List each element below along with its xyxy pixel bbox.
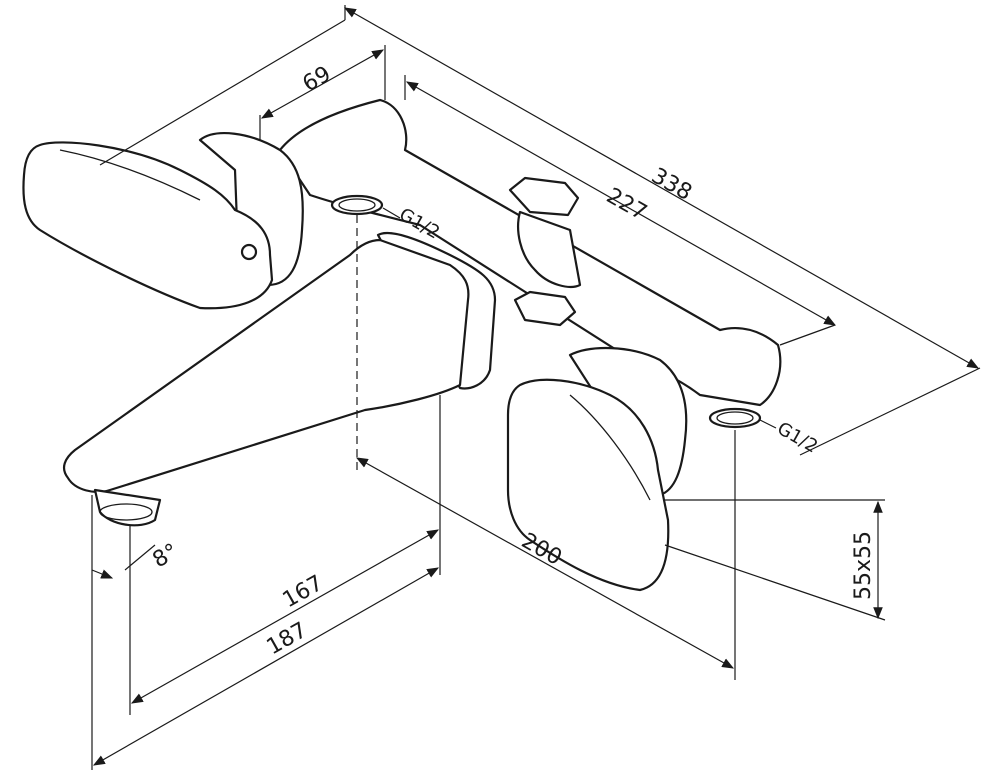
label-8deg: 8° (149, 539, 183, 573)
center-hex-nut (508, 176, 580, 217)
label-g12-right: G1/2 (774, 418, 822, 457)
label-69: 69 (299, 62, 336, 98)
dimension-lines (91, 7, 980, 766)
label-338: 338 (647, 163, 696, 205)
lower-hex-nut (513, 290, 577, 327)
aerator (99, 503, 153, 521)
handle-screw-icon (240, 243, 258, 261)
dim-arc-8deg (91, 569, 114, 579)
label-227: 227 (602, 183, 651, 225)
dim-line-69 (260, 49, 385, 119)
label-55x55: 55x55 (851, 531, 876, 600)
dim-line-227 (405, 81, 837, 326)
dim-line-200 (355, 457, 735, 669)
dim-line-187 (92, 567, 440, 766)
left-handle (22, 132, 304, 310)
